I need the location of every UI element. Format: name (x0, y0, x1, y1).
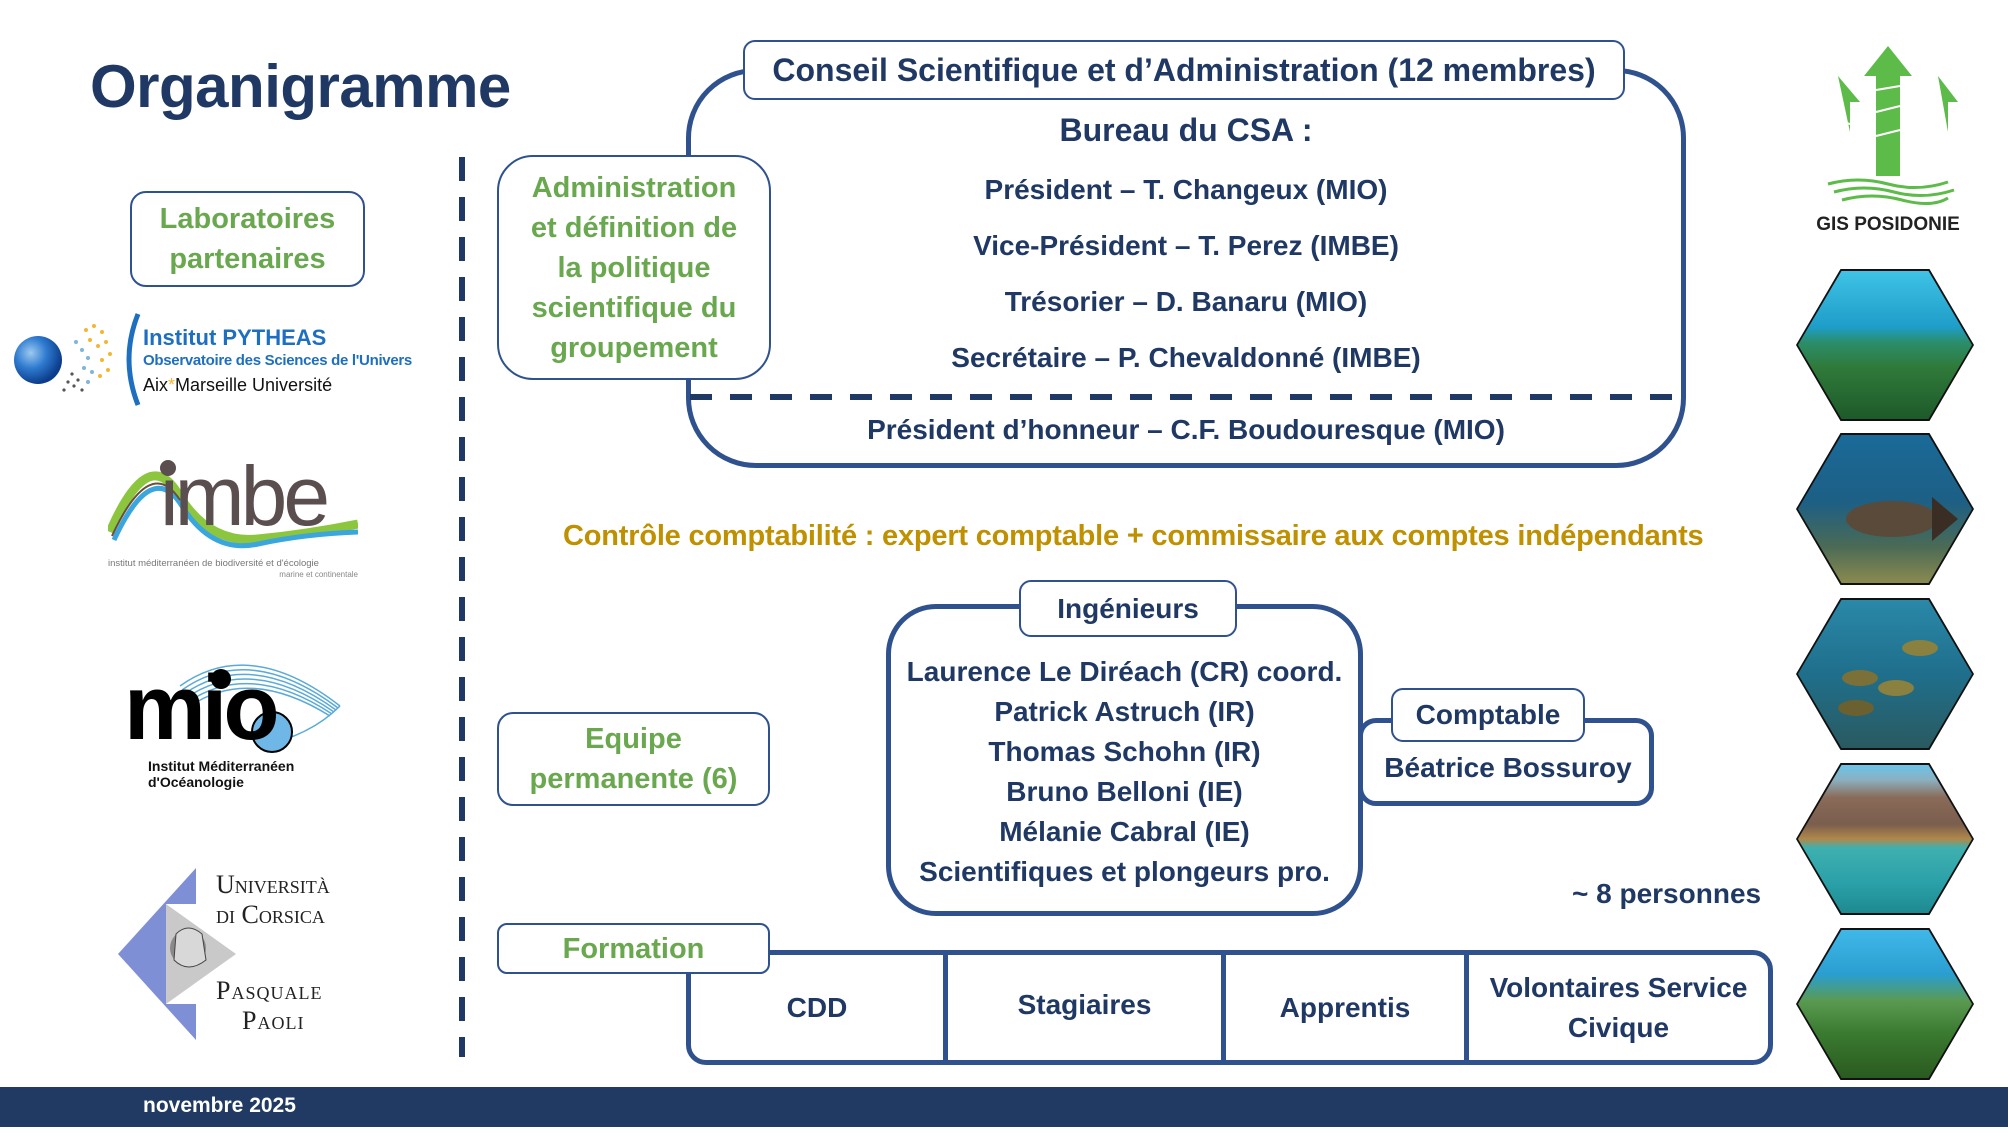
permanent-team-label: Equipe permanente (6) (497, 712, 770, 806)
csa-header-text: Conseil Scientifique et d’Administration… (772, 51, 1596, 88)
seagrass-meadow-photo (1798, 271, 1972, 419)
engineer-item: Mélanie Cabral (IE) (999, 816, 1250, 847)
corsica-line1: Università (216, 870, 330, 899)
administration-label: Administration et définition de la polit… (497, 155, 771, 380)
training-cell-text: Civique (1567, 1011, 1670, 1043)
trident-seagrass-icon (1827, 46, 1958, 205)
gis-posidonie-text: GIS POSIDONIE (1816, 214, 1960, 235)
accountant-header-text: Comptable (1415, 699, 1561, 730)
training-divider (943, 955, 948, 1060)
engineer-item: Laurence Le Diréach (CR) coord. (906, 656, 1343, 687)
page-title: Organigramme (90, 53, 511, 120)
bureau-title: Bureau du CSA : (1059, 112, 1313, 148)
csa-box (686, 68, 1686, 468)
fish-school-photo (1798, 600, 1972, 748)
bureau-member: Trésorier – D. Banaru (MIO) (1004, 286, 1368, 317)
bureau-member: Secrétaire – P. Chevaldonné (IMBE) (951, 342, 1421, 373)
admin-line: Administration (531, 171, 737, 204)
corsica-diamond-icon (118, 868, 236, 1040)
engineer-item: Patrick Astruch (IR) (994, 696, 1255, 727)
engineers-list: Laurence Le Diréach (CR) coord. Patrick … (892, 652, 1357, 892)
vertical-separator (459, 157, 465, 1057)
footer-bar: novembre 2025 (0, 1087, 2008, 1127)
engineers-box (886, 604, 1363, 916)
training-cell-text: CDD (786, 991, 848, 1023)
mio-arcs-icon (179, 664, 341, 753)
mio-logo: mio Institut Méditerranéen d'Océanologie (120, 646, 350, 796)
accountant-name: Béatrice Bossuroy (1384, 752, 1632, 783)
pytheas-subtitle: Observatoire des Sciences de l'Univers (143, 352, 412, 369)
training-cell-text: Volontaires Service (1489, 971, 1748, 1003)
accounting-control: Contrôle comptabilité : expert comptable… (563, 520, 1704, 552)
mio-subtitle-2: d'Océanologie (148, 774, 244, 790)
corsica-line4: Paoli (242, 1006, 305, 1035)
team-label-line2: permanente (6) (529, 763, 738, 795)
amu-star-icon: * (168, 375, 176, 395)
accountant-header: Comptable (1391, 688, 1585, 742)
csa-dashed-divider (690, 394, 1682, 400)
gis-posidonie-logo: GIS POSIDONIE (1808, 46, 1968, 238)
mio-subtitle-1: Institut Méditerranéen (148, 758, 295, 774)
partner-labs-line2: partenaires (169, 243, 326, 275)
mio-wordmark: mio (124, 657, 280, 759)
rocky-coast-photo (1798, 765, 1972, 913)
training-cell-text: Stagiaires (1017, 988, 1152, 1020)
imbe-waves-icon (108, 460, 358, 549)
partner-labs-line1: Laboratoires (159, 203, 336, 235)
imbe-logo: imbe institut méditerranéen de biodivers… (108, 449, 358, 584)
team-label-line1: Equipe (585, 723, 682, 755)
universita-di-corsica-logo: Università di Corsica Pasquale Paoli (116, 864, 348, 1040)
imbe-wordmark: imbe (160, 449, 330, 543)
training-cell-text: Apprentis (1279, 991, 1411, 1023)
amu-aix: Aix (143, 375, 169, 395)
team-total: ~ 8 personnes (1572, 878, 1762, 909)
pytheas-bracket-icon (126, 313, 141, 406)
engineer-item: Thomas Schohn (IR) (988, 736, 1261, 767)
bureau-member: Président – T. Changeux (MIO) (984, 174, 1388, 205)
training-divider (1221, 955, 1226, 1060)
admin-line: et définition de (530, 211, 738, 244)
admin-line: la politique (557, 251, 711, 284)
pytheas-name: Institut PYTHEAS (143, 325, 327, 350)
partner-labs-label: Laboratoires partenaires (130, 191, 365, 287)
training-cell: Apprentis (1226, 955, 1464, 1060)
imbe-subtitle-2: marine et continentale (279, 570, 358, 579)
footer-date: novembre 2025 (143, 1094, 296, 1117)
pytheas-sphere-icon (14, 324, 112, 392)
imbe-subtitle: institut méditerranéen de biodiversité e… (108, 558, 319, 569)
training-bar: CDD Stagiaires Apprentis Volontaires Ser… (686, 950, 1773, 1065)
corsica-line2: di Corsica (216, 900, 325, 929)
admin-line: scientifique du (531, 291, 737, 324)
training-cell: CDD (691, 955, 943, 1060)
csa-header: Conseil Scientifique et d’Administration… (743, 40, 1625, 100)
honorary-president: Président d’honneur – C.F. Boudouresque … (867, 414, 1505, 445)
amu-name: Marseille Université (175, 375, 333, 395)
csa-bureau: Bureau du CSA : Président – T. Changeux … (700, 110, 1672, 386)
training-divider (1464, 955, 1469, 1060)
training-cell: Volontaires Service Civique (1469, 955, 1768, 1060)
engineer-item: Bruno Belloni (IE) (1006, 776, 1243, 807)
bureau-member: Vice-Président – T. Perez (IMBE) (973, 230, 1399, 261)
engineers-header: Ingénieurs (1019, 580, 1237, 637)
posidonia-leaves-photo (1798, 930, 1972, 1078)
corsica-line3: Pasquale (216, 976, 323, 1005)
pytheas-logo: Institut PYTHEAS Observatoire des Scienc… (14, 312, 454, 407)
training-label: Formation (497, 923, 770, 974)
engineer-item: Scientifiques et plongeurs pro. (919, 856, 1330, 887)
training-cell: Stagiaires (948, 955, 1221, 1060)
training-label-text: Formation (562, 932, 705, 965)
admin-line: groupement (550, 331, 718, 364)
engineers-header-text: Ingénieurs (1057, 592, 1199, 624)
grouper-fish-photo (1798, 435, 1972, 583)
